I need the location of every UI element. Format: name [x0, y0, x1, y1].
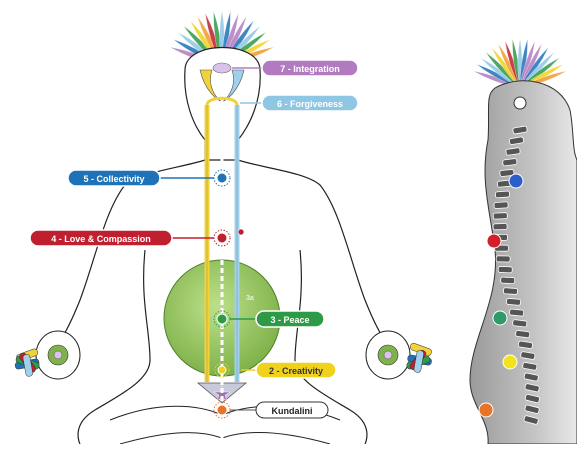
label-love-compassion-text: 4 - Love & Compassion: [51, 234, 151, 244]
spine-chakra-dot: [487, 234, 501, 248]
vertebra: [493, 213, 507, 220]
right-hand: [366, 331, 432, 379]
vertebra: [502, 158, 517, 166]
label-kundalini-text: Kundalini: [272, 406, 313, 416]
vertebra: [495, 191, 509, 198]
vertebra: [509, 309, 524, 316]
side-body-silhouette: [470, 81, 577, 444]
chakra-node: [217, 233, 227, 243]
vertebra: [498, 266, 512, 272]
vertebra: [512, 320, 527, 328]
vertebra: [503, 288, 517, 295]
vertebra: [493, 223, 507, 229]
chakra-node: [218, 366, 226, 374]
crown-point: [213, 63, 231, 73]
spine-chakra-dot: [509, 174, 523, 188]
vertebra: [515, 330, 530, 338]
spine-chakra-dot: [514, 97, 526, 109]
chakra-node: [217, 173, 227, 183]
heart-side-node: [238, 229, 244, 235]
label-creativity-text: 2 - Creativity: [269, 366, 323, 376]
label-collectivity-text: 5 - Collectivity: [83, 174, 144, 184]
spine-chakra-dot: [503, 355, 517, 369]
vertebra: [506, 298, 520, 305]
spine-chakra-dot: [493, 311, 507, 325]
void-mark: 3a: [246, 295, 254, 302]
chakra-node: [217, 405, 227, 415]
spine-chakra-dot: [479, 403, 493, 417]
vertebra: [496, 256, 510, 262]
front-figure: 3a: [15, 10, 433, 444]
chakra-node: [217, 314, 227, 324]
left-hand: [15, 331, 80, 379]
vertebra: [494, 202, 508, 209]
label-integration-text: 7 - Integration: [280, 64, 340, 74]
vertebra: [501, 277, 515, 284]
label-forgiveness-text: 6 - Forgiveness: [277, 99, 343, 109]
label-peace-text: 3 - Peace: [270, 315, 309, 325]
side-figure: [470, 38, 577, 444]
